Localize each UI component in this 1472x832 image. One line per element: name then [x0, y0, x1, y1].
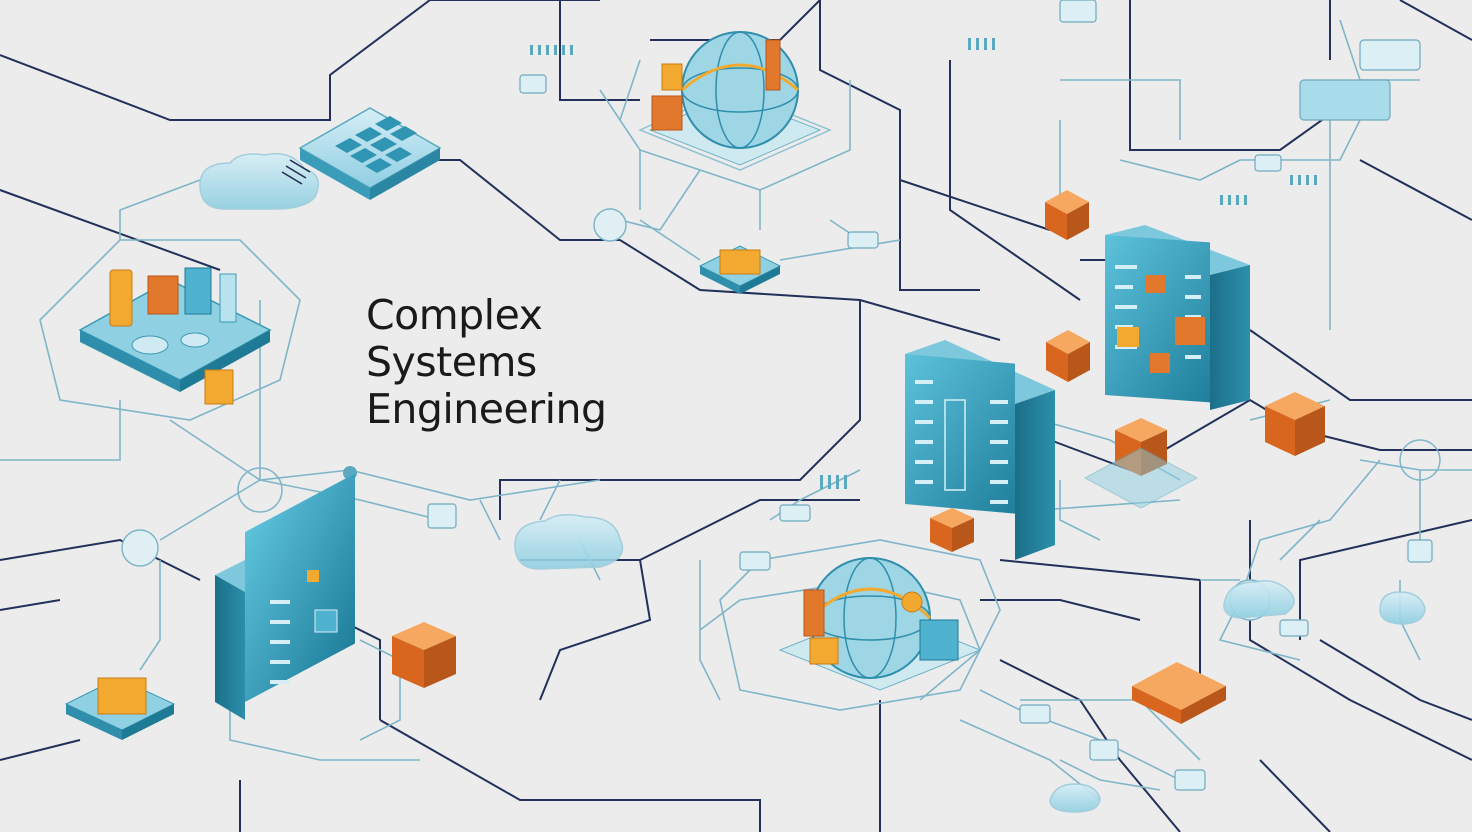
- device-chip: [740, 552, 770, 570]
- cube-node-icon: [66, 678, 174, 740]
- cube-node-icon: [1265, 392, 1325, 456]
- device-chip: [1280, 620, 1308, 636]
- device-chip: [1360, 40, 1420, 70]
- device-chip: [1090, 740, 1118, 760]
- cube-node-icon: [1046, 330, 1090, 382]
- title-line-1: Complex: [366, 292, 607, 339]
- title-line-2: Systems: [366, 339, 607, 386]
- device-chip: [1408, 540, 1432, 562]
- cube-node-icon: [1045, 190, 1089, 240]
- cube-node-icon: [1085, 418, 1197, 508]
- cube-node-icon: [930, 508, 974, 552]
- cube-node-icon: [392, 622, 456, 688]
- cube-node-icon: [700, 246, 780, 294]
- diagram-title: Complex Systems Engineering: [366, 292, 607, 433]
- cloud-node-icon: [515, 515, 623, 569]
- server-rack-icon: [1105, 225, 1250, 410]
- cloud-node-icon: [200, 154, 318, 209]
- junction-node: [594, 209, 626, 241]
- title-line-3: Engineering: [366, 386, 607, 433]
- server-rack-icon: [215, 474, 355, 720]
- device-chip: [1175, 770, 1205, 790]
- server-rack-icon: [905, 340, 1055, 560]
- globe-machine-icon: [780, 558, 980, 690]
- device-chip: [1060, 0, 1096, 22]
- cloud-node-icon: [1050, 784, 1100, 812]
- device-chip: [780, 505, 810, 521]
- device-chip: [1020, 705, 1050, 723]
- cloud-node-icon: [1380, 592, 1425, 624]
- device-chip: [1255, 155, 1281, 171]
- junction-node: [122, 530, 158, 566]
- globe-machine-icon: [640, 32, 830, 170]
- device-chip: [848, 232, 878, 248]
- cloud-node-icon: [1224, 581, 1294, 618]
- cloud-nodes: [200, 154, 1425, 812]
- device-chip: [428, 504, 456, 528]
- device-chip: [520, 75, 546, 93]
- cube-node-icon: [1132, 662, 1226, 724]
- chip-platform-icon: [80, 268, 270, 404]
- device-chip: [1300, 80, 1390, 120]
